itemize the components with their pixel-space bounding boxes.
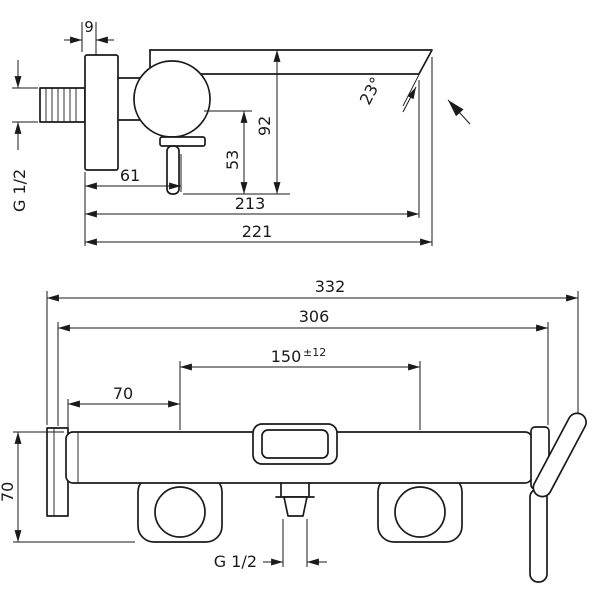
- dim-9-label: 9: [84, 18, 94, 36]
- dim-height-70: 70: [0, 431, 135, 543]
- dim-thread-g12: G 1/2: [10, 60, 38, 212]
- left-union: [137, 475, 223, 543]
- dim-width-306: 306: [57, 307, 549, 426]
- dim-spout-reach-213: 213: [85, 194, 419, 218]
- side-view: 9 G 1/2 92 53 61: [10, 18, 471, 246]
- dim-92-label: 92: [255, 116, 274, 136]
- dim-handle-height-53: 53: [204, 110, 252, 194]
- left-end-cap: [46, 427, 69, 517]
- dim-150-label: 150: [271, 347, 302, 366]
- mixer-body: [133, 60, 211, 138]
- front-view: 332 306 150 ±12 70 70: [0, 277, 587, 583]
- dim-spout-height-92: 92: [255, 50, 281, 194]
- dim-306-label: 306: [299, 307, 330, 326]
- handle-lever-side: [159, 136, 206, 195]
- handle-lever-angled: [532, 412, 587, 498]
- dim-70-horizontal-label: 70: [113, 384, 133, 403]
- dim-wall-to-handle-61: 61: [85, 154, 182, 192]
- dim-centers-150: 150 ±12: [179, 346, 421, 430]
- dim-plate-9: 9: [64, 18, 114, 55]
- dim-outlet-g12: G 1/2: [214, 519, 327, 571]
- supply-nipple: [39, 87, 86, 123]
- dim-150-tolerance-label: ±12: [303, 346, 326, 359]
- wall-plate: [84, 54, 119, 171]
- body-neck: [117, 77, 143, 121]
- outlet-thread-label: G 1/2: [214, 552, 257, 571]
- dim-53-label: 53: [223, 150, 242, 170]
- dim-61-label: 61: [120, 166, 140, 185]
- dim-70-vertical-label: 70: [0, 482, 17, 502]
- right-union: [377, 475, 463, 543]
- handle-lever-vertical: [529, 488, 548, 583]
- center-escutcheon: [252, 423, 338, 465]
- dim-left-offset-70: 70: [67, 384, 180, 429]
- dim-213-label: 213: [235, 194, 266, 213]
- dim-332-label: 332: [315, 277, 346, 296]
- dim-total-width-332: 332: [46, 277, 579, 425]
- outlet-stub: [275, 482, 315, 517]
- thread-label: G 1/2: [10, 169, 29, 212]
- dim-total-reach-221: 221: [85, 222, 432, 246]
- flow-arrow: [447, 99, 471, 125]
- dim-221-label: 221: [242, 222, 273, 241]
